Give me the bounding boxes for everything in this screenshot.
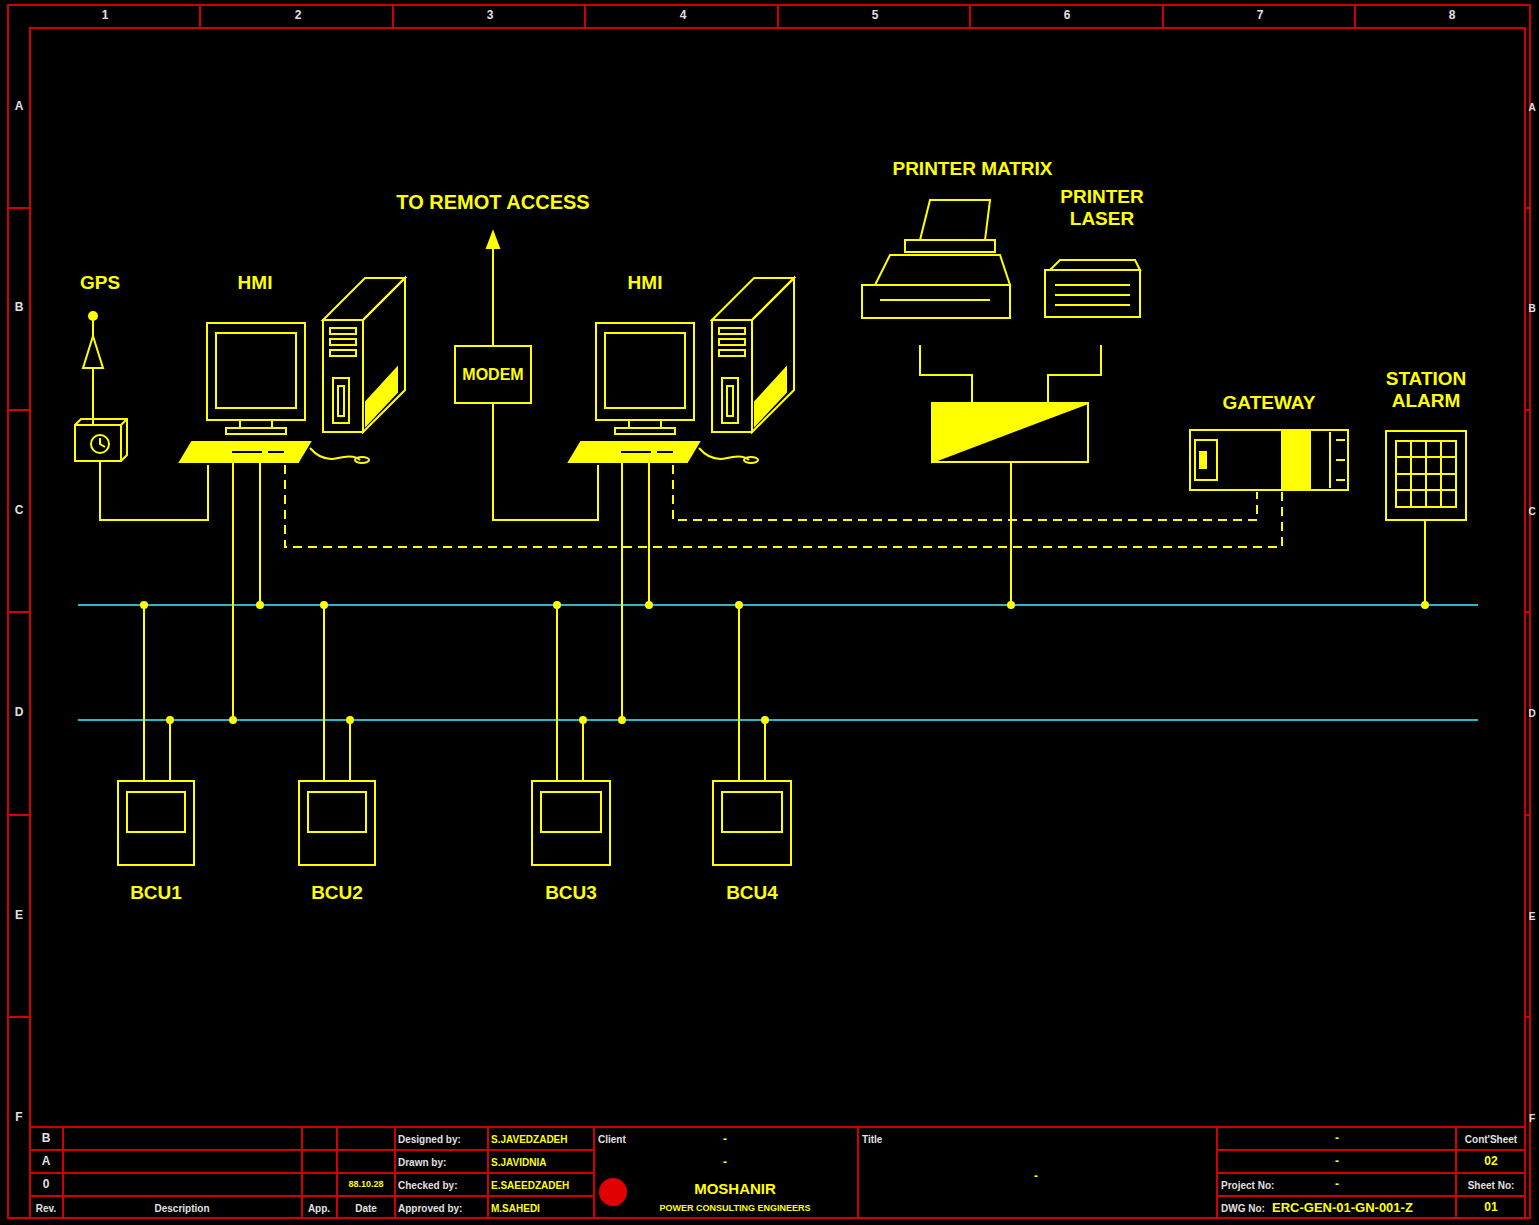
grid-row: B bbox=[15, 301, 24, 314]
grid-row: C bbox=[1528, 506, 1535, 517]
dashed-link bbox=[673, 465, 1257, 520]
remote-access-note: TO REMOT ACCESS bbox=[396, 191, 589, 213]
laser-printer: PRINTER LASER bbox=[1056, 186, 1148, 320]
table-cell: 02 bbox=[1484, 1155, 1497, 1168]
table-header: DWG No: bbox=[1221, 1203, 1265, 1214]
table-header: Designed by: bbox=[398, 1134, 461, 1145]
table-cell: - bbox=[1335, 1155, 1339, 1168]
node-label: BCU3 bbox=[545, 882, 597, 904]
modem-box: MODEM bbox=[454, 345, 532, 404]
table-header: Sheet No: bbox=[1468, 1180, 1515, 1191]
grid-row: C bbox=[15, 504, 24, 517]
serial-link bbox=[493, 404, 598, 520]
grid-column: 3 bbox=[487, 9, 494, 22]
node-label: PRINTER LASER bbox=[1056, 186, 1148, 230]
table-header: Checked by: bbox=[398, 1180, 457, 1191]
node-label: GPS bbox=[70, 272, 130, 294]
node-label: MODEM bbox=[462, 364, 523, 386]
revision-mark: A bbox=[42, 1155, 51, 1168]
company-subtitle: POWER CONSULTING ENGINEERS bbox=[660, 1204, 811, 1214]
grid-row: E bbox=[1529, 911, 1536, 922]
grid-row: D bbox=[15, 706, 24, 719]
grid-column: 6 bbox=[1064, 9, 1071, 22]
table-header: App. bbox=[308, 1203, 330, 1214]
node-label: BCU4 bbox=[726, 882, 778, 904]
gateway-unit: GATEWAY bbox=[1190, 392, 1348, 492]
grid-row: B bbox=[1528, 303, 1535, 314]
table-cell: - bbox=[1335, 1178, 1339, 1191]
serial-link bbox=[100, 462, 208, 520]
person-name: S.JAVEDZADEH bbox=[491, 1134, 568, 1145]
node-label: STATION ALARM bbox=[1378, 368, 1474, 412]
person-name: E.SAEEDZADEH bbox=[491, 1180, 569, 1191]
node-label: BCU2 bbox=[311, 882, 363, 904]
matrix-printer: PRINTER MATRIX bbox=[880, 158, 1065, 318]
company-name: MOSHANIR bbox=[694, 1181, 776, 1198]
table-header: Client bbox=[598, 1134, 626, 1145]
bay-control-unit: BCU2 bbox=[298, 780, 376, 866]
grid-column: 7 bbox=[1257, 9, 1264, 22]
table-cell: - bbox=[1034, 1170, 1038, 1183]
grid-row: F bbox=[15, 1111, 22, 1124]
grid-column: 4 bbox=[680, 9, 687, 22]
node-label: BCU1 bbox=[130, 882, 182, 904]
hmi-workstation: HMI bbox=[570, 272, 720, 465]
table-header: Cont'Sheet bbox=[1465, 1134, 1517, 1145]
table-cell: 01 bbox=[1484, 1201, 1497, 1214]
node-label: PRINTER MATRIX bbox=[880, 158, 1065, 180]
table-cell: - bbox=[723, 1133, 727, 1146]
grid-column: 1 bbox=[102, 9, 109, 22]
grid-column: 5 bbox=[872, 9, 879, 22]
bay-control-unit: BCU4 bbox=[712, 780, 792, 866]
node-label: HMI bbox=[180, 272, 330, 294]
table-cell: - bbox=[1335, 1132, 1339, 1145]
bay-control-unit: BCU1 bbox=[117, 780, 195, 866]
revision-mark: 0 bbox=[43, 1178, 50, 1191]
hmi-workstation: HMI bbox=[180, 272, 330, 465]
revision-date: 88.10.28 bbox=[348, 1180, 383, 1190]
grid-row: A bbox=[15, 100, 24, 113]
grid-column: 8 bbox=[1449, 9, 1456, 22]
table-header: Drawn by: bbox=[398, 1157, 446, 1168]
node-label: HMI bbox=[570, 272, 720, 294]
table-header: Approved by: bbox=[398, 1203, 462, 1214]
person-name: M.SAHEDI bbox=[491, 1203, 540, 1214]
node-label: GATEWAY bbox=[1190, 392, 1348, 414]
station-alarm: STATION ALARM bbox=[1378, 368, 1474, 520]
table-header: Project No: bbox=[1221, 1180, 1274, 1191]
table-header: Description bbox=[154, 1203, 209, 1214]
drawing-number: ERC-GEN-01-GN-001-Z bbox=[1272, 1201, 1413, 1215]
grid-column: 2 bbox=[295, 9, 302, 22]
grid-row: E bbox=[15, 909, 23, 922]
table-header: Rev. bbox=[36, 1203, 56, 1214]
table-cell: - bbox=[723, 1156, 727, 1169]
person-name: S.JAVIDNIA bbox=[491, 1157, 546, 1168]
grid-row: D bbox=[1528, 708, 1535, 719]
revision-mark: B bbox=[42, 1132, 51, 1145]
table-header: Date bbox=[355, 1203, 377, 1214]
bay-control-unit: BCU3 bbox=[531, 780, 611, 866]
gps-receiver: GPS bbox=[70, 272, 130, 462]
grid-row: F bbox=[1529, 1113, 1535, 1124]
table-header: Title bbox=[862, 1134, 882, 1145]
dashed-link bbox=[285, 465, 1282, 547]
grid-row: A bbox=[1528, 102, 1535, 113]
